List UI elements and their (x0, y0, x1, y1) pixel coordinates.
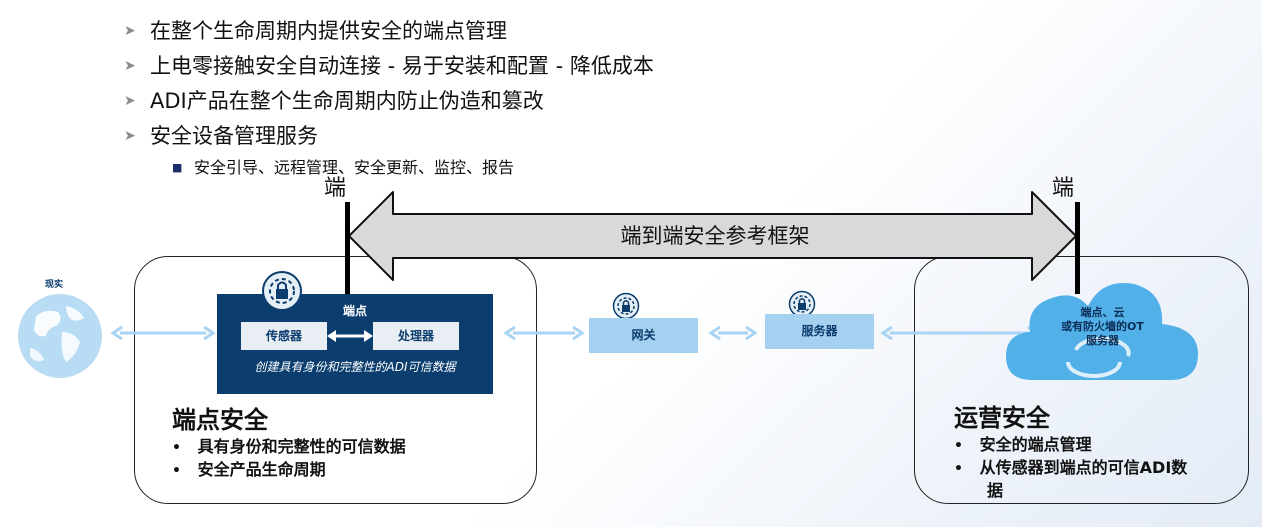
operations-panel (914, 256, 1249, 504)
processor-box: 处理器 (373, 322, 459, 350)
cloud-icon (1006, 282, 1198, 380)
endpoint-security-point: • 安全产品生命周期 (172, 460, 326, 479)
operations-security-point: • 安全的端点管理 (954, 435, 1092, 454)
right-end-bar (1075, 202, 1080, 294)
endpoint-box-title: 端点 (342, 304, 367, 318)
gateway-box: 网关 (589, 318, 698, 353)
sub-bullet-marker: ■ (172, 161, 183, 174)
endpoint-security-points: • 具有身份和完整性的可信数据 • 安全产品生命周期 (172, 436, 406, 482)
operations-security-point-continuation: 据 (987, 481, 1004, 500)
bullet-marker: ➤ (124, 93, 136, 109)
server-box: 服务器 (765, 314, 874, 349)
endpoint-security-title: 端点安全 (172, 406, 268, 434)
bullet-marker: ➤ (124, 23, 136, 39)
left-end-label: 端 (324, 176, 347, 201)
arrow-label: 端到端安全参考框架 (620, 224, 810, 248)
right-end-label: 端 (1052, 176, 1075, 201)
bullet-marker: ➤ (124, 58, 136, 74)
security-shield-icon (262, 271, 302, 311)
left-end-bar (345, 202, 350, 294)
globe-icon (18, 294, 102, 378)
real-world-label: 现实 (45, 280, 64, 290)
cloud-label: 端点、云 或有防火墙的OT 服务器 (1040, 306, 1165, 348)
endpoint-box-caption: 创建具有身份和完整性的ADI可信数据 (254, 360, 456, 374)
cloud-label-line: 服务器 (1086, 334, 1119, 347)
globe-endpoint-arrow (110, 326, 216, 340)
cloud-label-line: 端点、云 (1080, 306, 1125, 319)
endpoint-security-point: • 具有身份和完整性的可信数据 (172, 437, 406, 456)
sensor-box: 传感器 (241, 322, 327, 350)
operations-security-point: • 从传感器到端点的可信ADI数 (954, 458, 1188, 477)
sensor-processor-arrow (327, 330, 373, 342)
endpoint-gateway-arrow (503, 326, 585, 340)
gateway-server-arrow (708, 326, 758, 340)
operations-security-title: 运营安全 (954, 404, 1050, 432)
operations-security-points: • 安全的端点管理 • 从传感器到端点的可信ADI数 据 (954, 434, 1187, 502)
gateway-security-icon (612, 292, 640, 320)
bullet-marker: ➤ (124, 128, 136, 144)
cloud-label-line: 或有防火墙的OT (1061, 320, 1144, 333)
endpoint-panel (134, 256, 537, 504)
